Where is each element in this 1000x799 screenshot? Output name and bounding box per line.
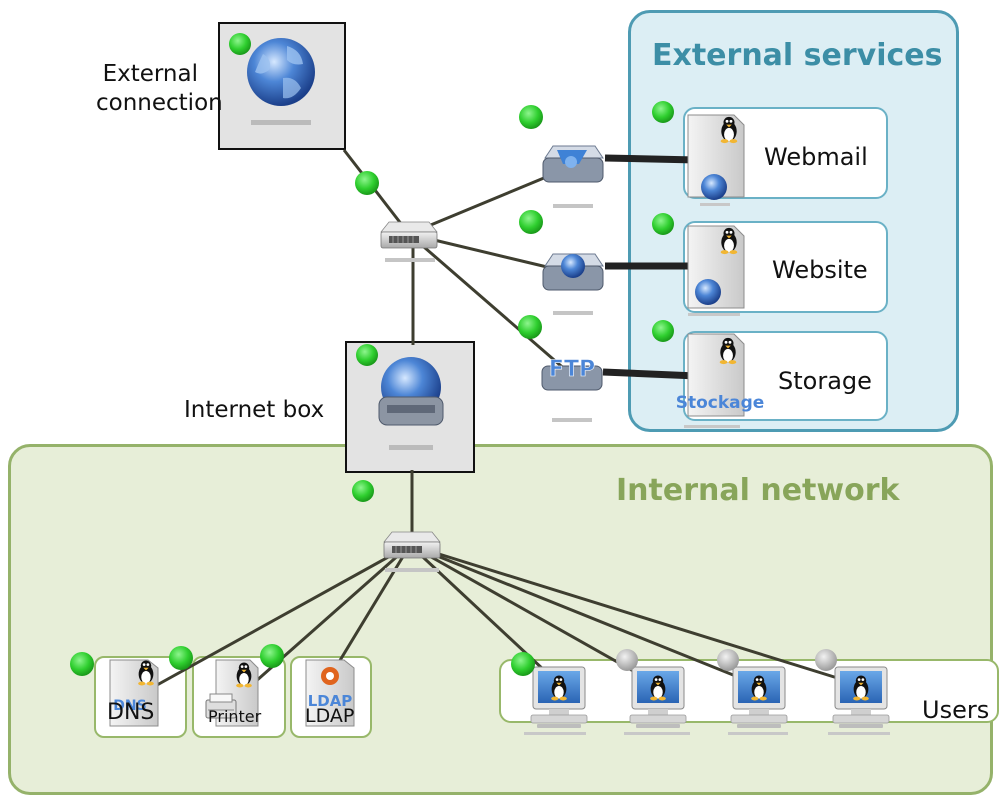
internet-box-icon [378, 357, 444, 450]
web-router-icon [542, 253, 604, 291]
dns-server-icon: DNS [109, 659, 159, 727]
network-links [147, 149, 861, 692]
link-switch-to-mail [408, 166, 569, 236]
status-dot-internal-switch [352, 480, 374, 502]
storage-label: Storage [778, 367, 872, 395]
external-connection-label: External connection [96, 61, 223, 116]
dns-label: DNS [107, 700, 155, 725]
ldap-server-icon: LDAP [305, 659, 355, 727]
storage-server-icon: Stockage [676, 333, 765, 417]
svg-text:DNS: DNS [113, 698, 146, 714]
website-server-icon [687, 225, 745, 309]
internet-box-label: Internet box [184, 397, 325, 423]
status-dot-ldap [260, 644, 284, 668]
status-dot-website [652, 213, 674, 235]
link-to-user-3 [409, 543, 759, 687]
status-dot-ftp [518, 315, 542, 339]
status-dot-user-4 [815, 649, 837, 671]
internal-network-title: Internal network [616, 473, 900, 508]
mail-router-icon [542, 145, 604, 183]
status-dot-webmail [652, 101, 674, 123]
status-dot-internet-box [356, 344, 378, 366]
status-dot-external [229, 33, 251, 55]
status-dot-web [519, 210, 543, 234]
status-dots [70, 33, 837, 676]
external-services-title: External services [652, 38, 943, 73]
svg-text:Stockage: Stockage [676, 393, 765, 413]
user-workstation-1-icon [531, 667, 587, 728]
status-dot-user-2 [616, 649, 638, 671]
link-to-dns [147, 543, 411, 692]
status-dot-mail [519, 105, 543, 129]
link-external-to-service-switch [342, 149, 411, 235]
status-dot-user-3 [717, 649, 739, 671]
internal-switch-icon [383, 531, 441, 559]
status-dot-service-switch [355, 171, 379, 195]
website-label: Website [772, 256, 868, 284]
status-dot-dns [70, 652, 94, 676]
ldap-label: LDAP [305, 705, 355, 727]
user-workstation-2-icon [630, 667, 686, 728]
svg-text:FTP: FTP [549, 357, 595, 382]
external-connection-globe-icon [247, 38, 315, 125]
user-workstation-4-icon [833, 667, 889, 728]
service-switch-icon [380, 221, 438, 249]
printer-label: Printer [208, 707, 262, 726]
link-to-user-4 [409, 543, 861, 687]
svg-text:LDAP: LDAP [308, 692, 353, 710]
webmail-server-icon [687, 114, 745, 200]
link-to-user-1 [408, 543, 562, 687]
printer-icon [205, 659, 259, 727]
status-dot-user-1 [511, 652, 535, 676]
server-cables [602, 154, 698, 380]
users-label: Users [922, 696, 990, 724]
webmail-label: Webmail [764, 143, 868, 171]
user-workstation-3-icon [731, 667, 787, 728]
status-dot-printer [169, 646, 193, 670]
caption-placeholders [524, 203, 890, 735]
status-dot-storage [652, 320, 674, 342]
ftp-router-icon: FTP [541, 357, 603, 391]
link-switch-to-ftp [408, 232, 569, 374]
